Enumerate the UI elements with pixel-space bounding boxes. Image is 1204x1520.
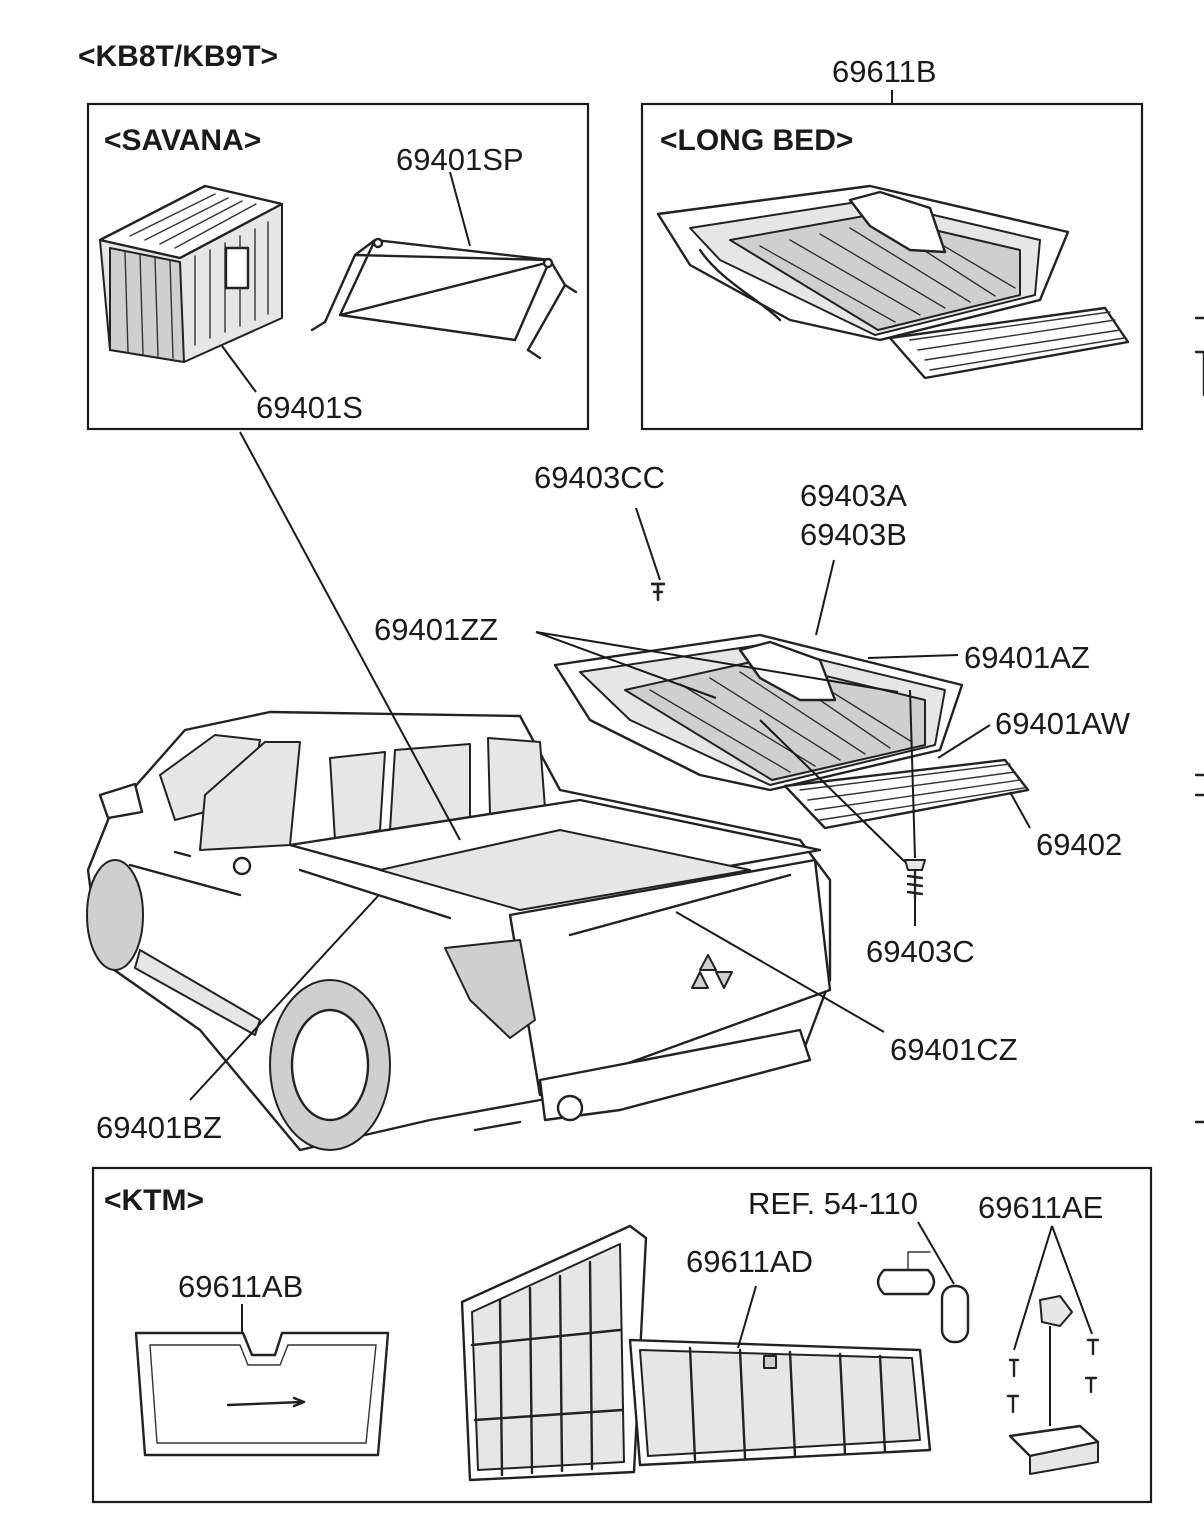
savana-panel: <SAVANA> 69401SP 69401S — [86, 102, 590, 431]
label-69401AW: 69401AW — [995, 706, 1131, 741]
label-69403A: 69403A — [800, 478, 907, 513]
label-69403C: 69403C — [866, 934, 975, 969]
bed-mat-drawing — [134, 1331, 390, 1457]
savana-frame — [86, 102, 590, 431]
label-69401ZZ: 69401ZZ — [374, 612, 498, 647]
label-69401S: 69401S — [256, 390, 363, 425]
label-REF-54-110: REF. 54-110 — [748, 1186, 918, 1221]
bed-rack-drawing — [460, 1224, 932, 1482]
ktm-frame — [91, 1166, 1153, 1504]
main-leaders — [189, 431, 1031, 1101]
label-69402: 69402 — [1036, 827, 1122, 862]
label-69401SP: 69401SP — [396, 142, 524, 177]
leader-69403CC — [635, 507, 661, 581]
long-bed-liner-drawing — [656, 184, 1130, 380]
main-bed-liner-drawing — [553, 582, 1030, 900]
label-69403B: 69403B — [800, 517, 907, 552]
page-edge-marks — [1194, 316, 1204, 1124]
leader-69401SP — [449, 171, 471, 247]
leader-69401AW — [937, 724, 991, 759]
lamp-drawing — [876, 1251, 970, 1344]
cargo-box-drawing — [98, 184, 284, 363]
ktm-panel: <KTM> 69611AB 69611AD REF — [91, 1166, 1153, 1504]
label-69611AE: 69611AE — [978, 1190, 1103, 1225]
long-bed-title: <LONG BED> — [660, 124, 853, 157]
savana-title: <SAVANA> — [104, 124, 261, 157]
leader-69401S — [221, 345, 257, 393]
leader-69611AD — [737, 1285, 757, 1349]
label-69611B: 69611B — [832, 54, 937, 89]
leader-REF-54-110 — [917, 1221, 955, 1285]
label-69403CC: 69403CC — [534, 460, 665, 495]
leader-69401AZ — [867, 654, 959, 659]
hardware-kit-drawing — [1006, 1295, 1100, 1475]
leader-69401CZ — [675, 911, 885, 1033]
label-69401CZ: 69401CZ — [890, 1032, 1018, 1067]
pickup-truck-drawing — [86, 710, 832, 1152]
leader-69403C — [759, 689, 916, 863]
leader-69611AE — [1013, 1225, 1093, 1351]
leader-savana-to-truck — [239, 431, 461, 841]
label-69401AZ: 69401AZ — [964, 640, 1090, 675]
leader-69401ZZ — [535, 631, 899, 699]
leader-69402 — [1009, 791, 1031, 829]
ktm-title: <KTM> — [104, 1184, 204, 1217]
label-69401BZ: 69401BZ — [96, 1110, 222, 1145]
model-header: <KB8T/KB9T> — [78, 40, 278, 73]
bracket-drawing — [310, 237, 578, 360]
long-bed-panel: <LONG BED> 69611B — [640, 54, 1144, 431]
label-69611AB: 69611AB — [178, 1269, 303, 1304]
label-69611AD: 69611AD — [686, 1244, 813, 1279]
leader-69401BZ — [189, 895, 379, 1101]
leader-69403A-B — [815, 559, 835, 636]
